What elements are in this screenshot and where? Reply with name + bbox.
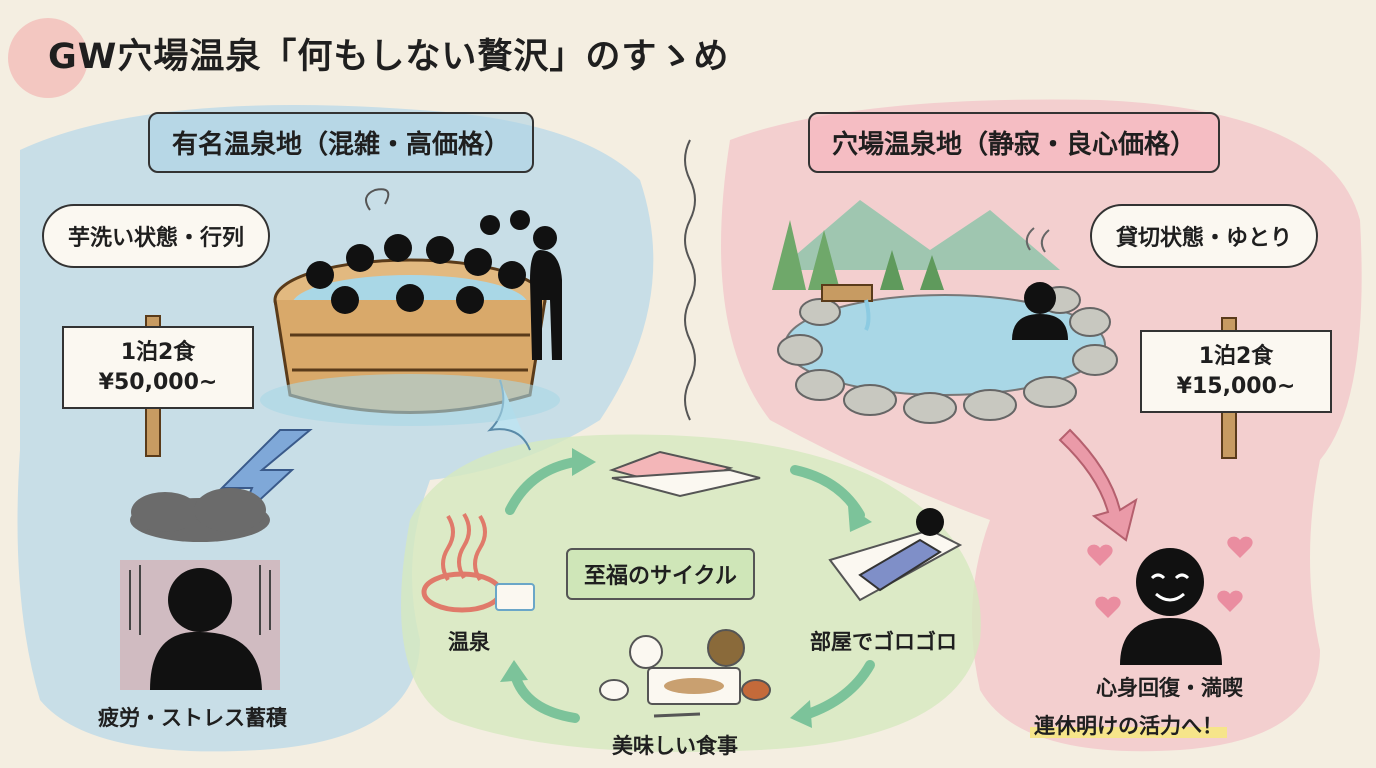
cycle-arrow-bottom-left [510,670,580,723]
cycle-arrowhead-3 [790,700,812,728]
hidden-price-value: ¥15,000~ [1176,373,1296,399]
famous-price-sign: 1泊2食 ¥50,000~ [62,326,254,410]
folded-towels-icon [608,450,761,498]
hidden-onsen-banner: 穴場温泉地（静寂・良心価格） [808,112,1221,173]
meal-tray-icon [599,629,771,718]
cycle-title: 至福のサイクル [566,548,755,600]
cycle-arrowhead-1 [572,448,596,476]
lounging-person-icon [828,508,963,602]
cycle-step-room: 部屋でゴロゴロ [810,630,957,654]
outdoor-bath-illustration [772,200,1118,424]
energy-label: 連休明けの活力へ！ [1030,710,1227,740]
pink-arrow-icon [1058,428,1138,542]
hidden-price-sign: 1泊2食 ¥15,000~ [1140,330,1332,414]
cycle-arrowhead-2 [848,506,872,532]
famous-price-plan: 1泊2食 [120,340,196,365]
crowded-tub-illustration [260,188,562,451]
famous-onsen-banner: 有名温泉地（混雑・高価格） [148,112,535,173]
cycle-step-onsen: 温泉 [448,630,490,654]
fatigue-label: 疲労・ストレス蓄積 [98,706,287,730]
corner-stain [8,18,88,98]
divider-wave [684,139,696,421]
happy-person-illustration [1087,536,1253,665]
tired-person-illustration [120,488,280,690]
famous-price-value: ¥50,000~ [98,369,218,395]
crowded-speech-bubble: 芋洗い状態・行列 [42,204,271,268]
energy-label-text: 連休明けの活力へ！ [1030,714,1227,738]
cycle-arrow-top-left [505,457,580,515]
cycle-step-meal: 美味しい食事 [612,734,738,758]
page-title: GW穴場温泉「何もしない贅沢」のすゝめ [48,37,730,77]
cycle-arrow-top-right [790,465,865,520]
hidden-price-plan: 1泊2食 [1198,344,1274,369]
private-speech-bubble: 貸切状態・ゆとり [1090,204,1319,268]
recovery-label: 心身回復・満喫 [1096,676,1243,700]
onsen-symbol-icon [421,512,535,613]
cycle-arrow-bottom-right [800,660,875,720]
cycle-arrowhead-4 [500,660,528,682]
